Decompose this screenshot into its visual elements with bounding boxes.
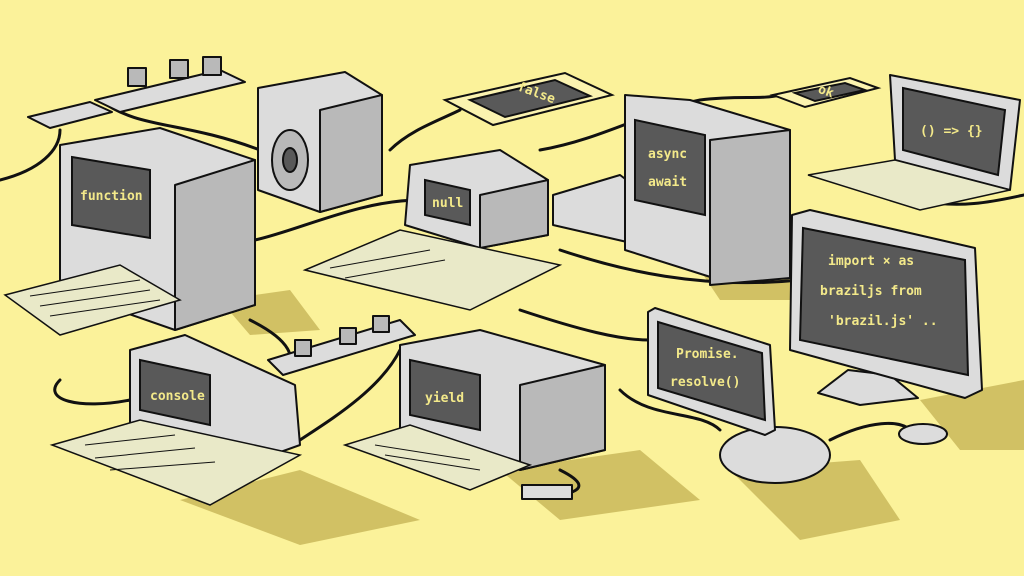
- phone-ok: ok: [769, 76, 882, 109]
- screen-text-yield: yield: [425, 391, 464, 406]
- power-strip-top: [27, 56, 246, 129]
- screen-text-import-line3: 'brazil.js' ..: [828, 314, 938, 329]
- screen-text-console: console: [150, 389, 205, 404]
- speaker-box: [257, 71, 383, 213]
- mouse: [898, 423, 948, 445]
- computer-null: null: [302, 149, 563, 311]
- monitor-promise: Promise. resolve(): [647, 307, 831, 484]
- monitor-import: import × as braziljs from 'brazil.js' ..: [789, 209, 983, 445]
- keyboard-keys: [29, 279, 161, 317]
- screen-text-import-line1: import × as: [828, 254, 914, 269]
- computer-console: console: [49, 334, 303, 506]
- computer-yield: yield: [342, 329, 606, 500]
- screen-text-promise-line1: Promise.: [676, 347, 739, 362]
- computer-function: function: [3, 127, 256, 336]
- laptop-arrow: () => {}: [807, 74, 1021, 211]
- screen-text-arrow-function: () => {}: [920, 124, 983, 139]
- screen-text-import-line2: braziljs from: [820, 284, 922, 299]
- mouse: [521, 484, 573, 500]
- computer-async: async await: [552, 94, 791, 286]
- tablet-false: false: [442, 71, 615, 127]
- screen-text-await: await: [648, 175, 687, 190]
- screen-text-null: null: [432, 196, 463, 211]
- screen-text-async: async: [648, 147, 687, 162]
- power-strip-bottom: [267, 315, 416, 376]
- screen-text-promise-line2: resolve(): [670, 375, 740, 390]
- screen-text-function: function: [80, 189, 143, 204]
- screen-text-ok: ok: [816, 82, 836, 102]
